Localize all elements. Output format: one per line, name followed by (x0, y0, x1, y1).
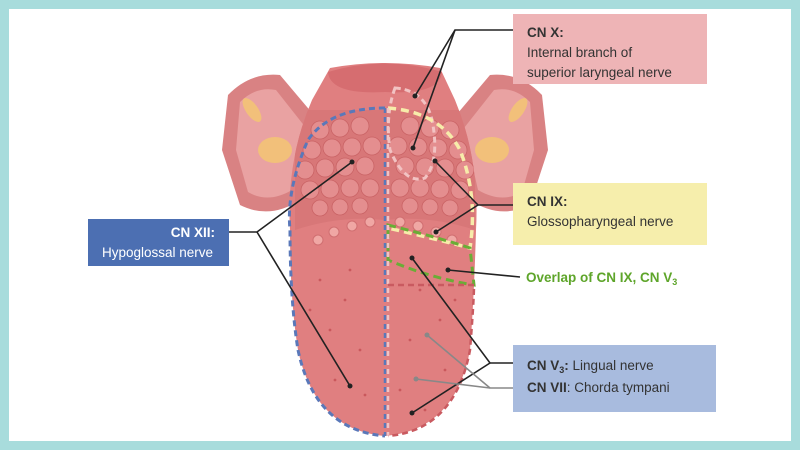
cn-vii-title: CN VII (527, 380, 567, 395)
cn-ix-region (387, 106, 475, 251)
cn-ix-title: CN IX: (527, 194, 568, 209)
cn-v3-title-prefix: CN V (527, 358, 560, 373)
cn-xii-title: CN XII: (170, 225, 215, 240)
epiglottis (328, 63, 442, 93)
cn-v3-label-box: CN V3: Lingual nerve CN VII: Chorda tymp… (513, 345, 716, 412)
cn-x-label-box: CN X: Internal branch of superior laryng… (513, 14, 707, 84)
cn-v3-title-sub: 3 (559, 365, 565, 375)
cn-xii-label-box: CN XII: Hypoglossal nerve (88, 219, 229, 266)
cn-x-desc-line1: Internal branch of (527, 45, 633, 60)
right-pharynx-wall (452, 74, 548, 212)
overlap-label: Overlap of CN IX, CN V3 (526, 270, 678, 287)
cn-xii-desc: Hypoglossal nerve (102, 245, 214, 260)
cn-x-desc-line2: superior laryngeal nerve (527, 65, 672, 80)
cn-x-title: CN X: (527, 25, 564, 40)
cn-v3-title: CN V3: (527, 358, 569, 375)
leader-dots (347, 93, 451, 416)
cn-v3-row: CN V3: Lingual nerve (527, 355, 702, 377)
overlap-label-text: Overlap of CN IX, CN V (526, 270, 673, 285)
cn-v3-region (387, 283, 476, 438)
cn-v3-desc: Lingual nerve (572, 358, 654, 373)
cn-ix-desc: Glossopharyngeal nerve (527, 214, 674, 229)
tongue-body (289, 63, 477, 436)
leader-lines (229, 29, 521, 414)
cn-vii-row: CN VII: Chorda tympani (527, 377, 702, 399)
right-tonsil (475, 137, 509, 163)
cn-vii-suffix: : (566, 380, 571, 395)
chorda-leader-lines (415, 334, 513, 389)
cn-vii-desc: Chorda tympani (574, 380, 670, 395)
left-tonsil (258, 137, 292, 163)
cn-xii-region (287, 106, 386, 438)
overlap-label-sub: 3 (672, 277, 678, 287)
cn-v3-title-suffix: : (564, 358, 569, 373)
posterior-papillae (295, 110, 475, 412)
cn-ix-label-box: CN IX: Glossopharyngeal nerve (513, 183, 707, 245)
